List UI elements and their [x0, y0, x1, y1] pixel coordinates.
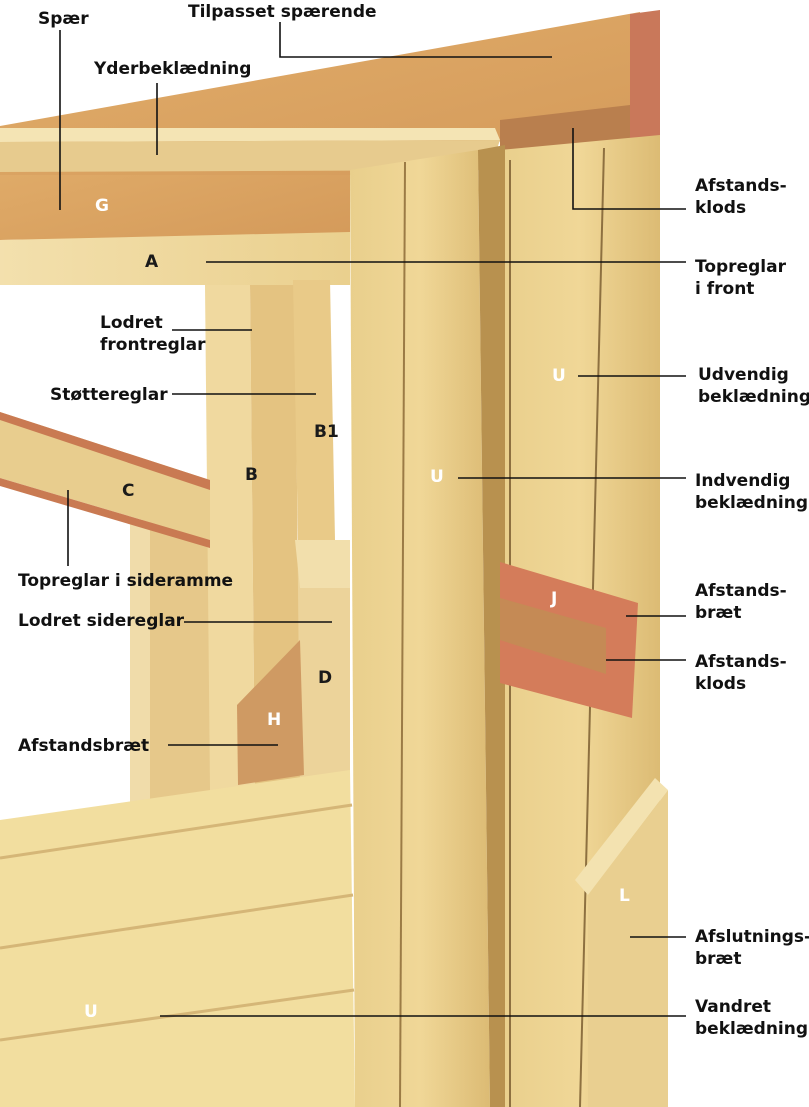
label-spaer: Spær: [38, 9, 89, 29]
side-plate-c: [0, 412, 210, 548]
label-udvendig-beklaedning: Udvendig beklædning: [698, 365, 809, 407]
label-topreglar-front: Topreglar i front: [695, 257, 786, 299]
inner-cladding: [350, 145, 505, 1107]
label-yderbeklaedning: Yderbeklædning: [94, 59, 252, 79]
spacer-board-h: [237, 640, 304, 785]
leader-lines: [59, 22, 686, 1017]
label-afstandsklods-top: Afstands- klods: [695, 176, 787, 218]
top-plate-a: [0, 232, 350, 285]
part-letter-b1: B1: [314, 422, 339, 442]
label-lodret-frontreglar: Lodret frontreglar: [100, 313, 206, 355]
label-topreglar-sideramme: Topreglar i sideramme: [18, 571, 234, 591]
label-indvendig-beklaedning: Indvendig beklædning: [695, 471, 809, 513]
label-vandret-beklaedning: Vandret beklædning: [695, 997, 809, 1039]
spacer-board-j: [500, 562, 638, 718]
part-letter-l: L: [619, 886, 630, 906]
part-letter-g: G: [95, 196, 109, 216]
label-afstandsbraet-left: Afstandsbræt: [18, 736, 150, 756]
part-letter-h: H: [267, 710, 282, 730]
label-afstandsbraet-right: Afstands- bræt: [695, 581, 787, 623]
label-afstandsklods-mid: Afstands- klods: [695, 652, 787, 694]
part-letter-u-top: U: [552, 366, 566, 386]
label-stottereglar: Støttereglar: [50, 385, 168, 405]
label-tilpasset-spaerende: Tilpasset spærende: [188, 2, 377, 22]
part-letter-u-mid: U: [430, 467, 444, 487]
cross-piece: [295, 540, 350, 588]
label-lodret-sidereglar: Lodret sidereglar: [18, 611, 185, 631]
part-letter-u-bottom: U: [84, 1002, 98, 1022]
part-letter-a: A: [145, 252, 159, 272]
label-afslutningsbraet: Afslutnings- bræt: [695, 927, 809, 969]
inner-frame-back: [130, 520, 350, 805]
outer-fascia: [0, 128, 500, 172]
finishing-board-l: [575, 778, 668, 1107]
horizontal-siding: [0, 770, 355, 1107]
part-letter-d: D: [318, 668, 333, 688]
part-letter-j: J: [551, 589, 558, 609]
part-letter-c: C: [122, 481, 135, 501]
part-letter-b: B: [245, 465, 258, 485]
